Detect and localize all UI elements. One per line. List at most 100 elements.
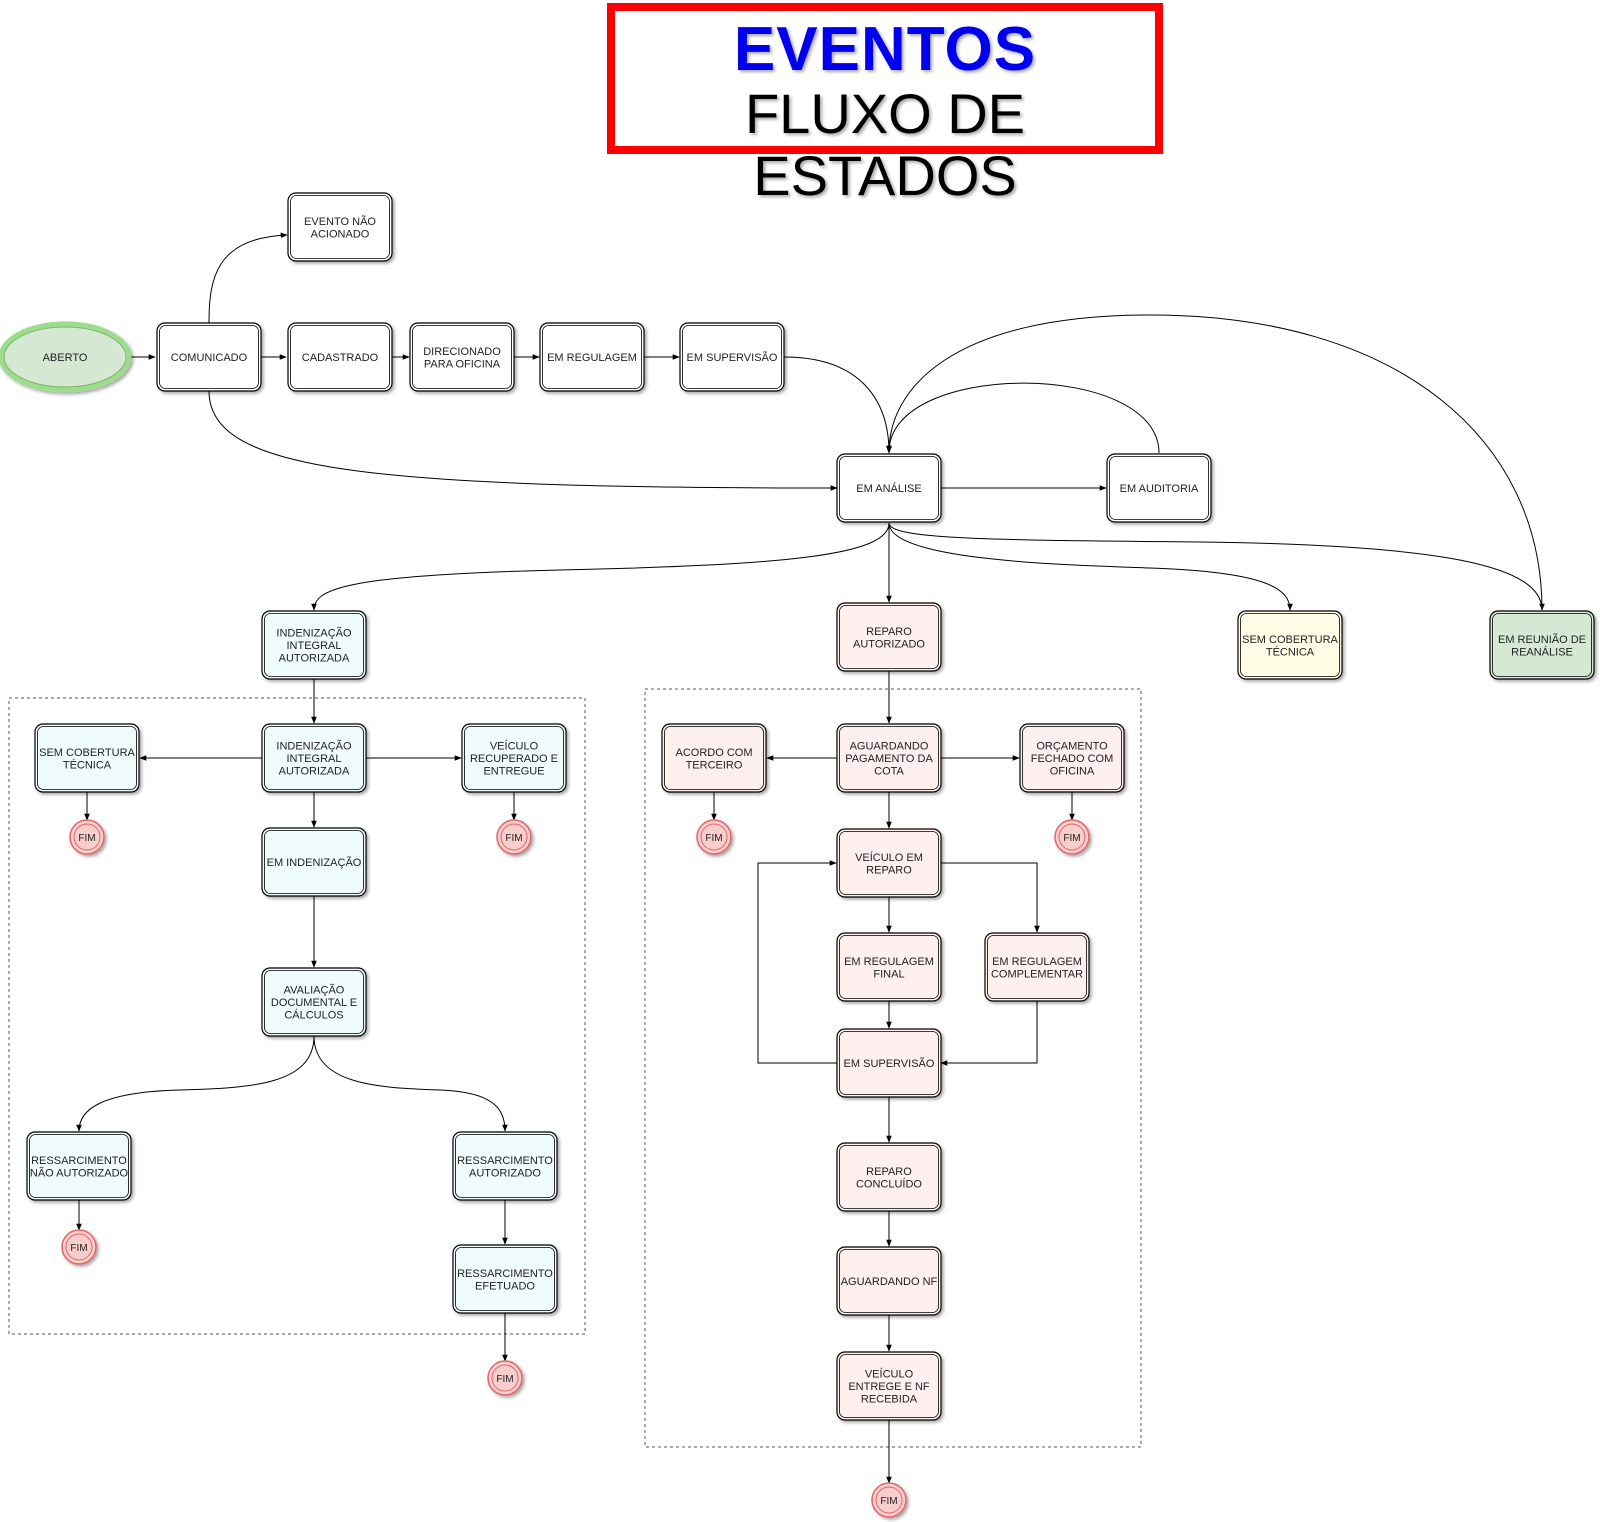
state-box-inner (29, 1134, 129, 1198)
state-box-inner (682, 325, 782, 389)
edge-supervisao-analise (783, 356, 892, 454)
title-main: EVENTOS (733, 15, 1037, 84)
state-box-inner (159, 325, 259, 389)
state-box-inner (37, 726, 137, 790)
fim-orcamento-fechado[interactable]: FIM (1054, 819, 1090, 855)
state-box-inner (542, 325, 642, 389)
state-box (836, 932, 942, 1002)
edge-complementar-supervisao (940, 1001, 1038, 1066)
state-aberto[interactable]: ABERTO (0, 321, 132, 393)
state-em-regulagem[interactable]: EM REGULAGEM (539, 322, 645, 392)
fim-acordo-terceiro[interactable]: FIM (696, 819, 732, 855)
state-box (836, 1351, 942, 1421)
state-box-inner (290, 195, 390, 259)
fim-veiculo-recuperado[interactable]: FIM (496, 819, 532, 855)
state-box-inner (455, 1247, 555, 1311)
state-box (836, 1246, 942, 1316)
state-box-inner (264, 970, 364, 1034)
end-circle-inner (500, 823, 528, 851)
end-circle-inner (875, 1486, 903, 1514)
state-box-inner (1240, 613, 1340, 677)
state-box-inner (290, 325, 390, 389)
state-em-auditoria[interactable]: EM AUDITORIA (1106, 453, 1212, 523)
state-box (452, 1244, 558, 1314)
state-em-supervisao[interactable]: EM SUPERVISÃO (679, 322, 785, 392)
state-box (836, 723, 942, 793)
state-box (287, 192, 393, 262)
state-aguardando-nf[interactable]: AGUARDANDO NF (836, 1246, 942, 1316)
state-box-inner (464, 726, 564, 790)
reparo-subflow-group (644, 688, 1142, 1448)
state-box (836, 453, 942, 523)
diagram-title-box: EVENTOS FLUXO DE ESTADOS (607, 3, 1163, 207)
fim-veiculo-entregue[interactable]: FIM (871, 1482, 907, 1518)
state-box (287, 322, 393, 392)
end-circle-inner (65, 1233, 93, 1261)
state-label: EM REGULAGEM (547, 352, 637, 364)
state-box-inner (264, 726, 364, 790)
state-box (261, 610, 367, 680)
state-comunicado[interactable]: COMUNICADO (156, 322, 262, 392)
end-label: FIM (505, 833, 522, 844)
state-em-indenizacao[interactable]: EM INDENIZAÇÃO (261, 827, 367, 897)
state-em-supervisao-2[interactable]: EM SUPERVISÃO (836, 1028, 942, 1098)
state-box (452, 1131, 558, 1201)
start-ellipse (0, 321, 132, 393)
state-box-inner (839, 935, 939, 999)
edge-comunicado-evento-nao-acionado (208, 232, 288, 324)
state-box (461, 723, 567, 793)
fim-ressarcimento-efetuado[interactable]: FIM (487, 1360, 523, 1396)
state-box-inner (987, 935, 1087, 999)
edge-comunicado-analise (208, 390, 838, 491)
end-circle-inner (73, 823, 101, 851)
edge-reparo-regulagem-complementar (941, 862, 1040, 933)
state-box-inner (839, 831, 939, 895)
state-box-inner (839, 1145, 939, 1209)
fim-sem-cobertura[interactable]: FIM (69, 819, 105, 855)
state-box (679, 322, 785, 392)
fim-ressarcimento-nao-autorizado[interactable]: FIM (61, 1229, 97, 1265)
edge-reanalise-analise (886, 314, 1543, 611)
state-label: EM SUPERVISÃO (687, 351, 778, 364)
state-box-inner (839, 605, 939, 669)
state-box-inner (839, 1354, 939, 1418)
state-em-analise[interactable]: EM ANÁLISE (836, 453, 942, 523)
state-box (261, 827, 367, 897)
end-circle-inner (491, 1364, 519, 1392)
state-box (34, 723, 140, 793)
state-cadastrado[interactable]: CADASTRADO (287, 322, 393, 392)
